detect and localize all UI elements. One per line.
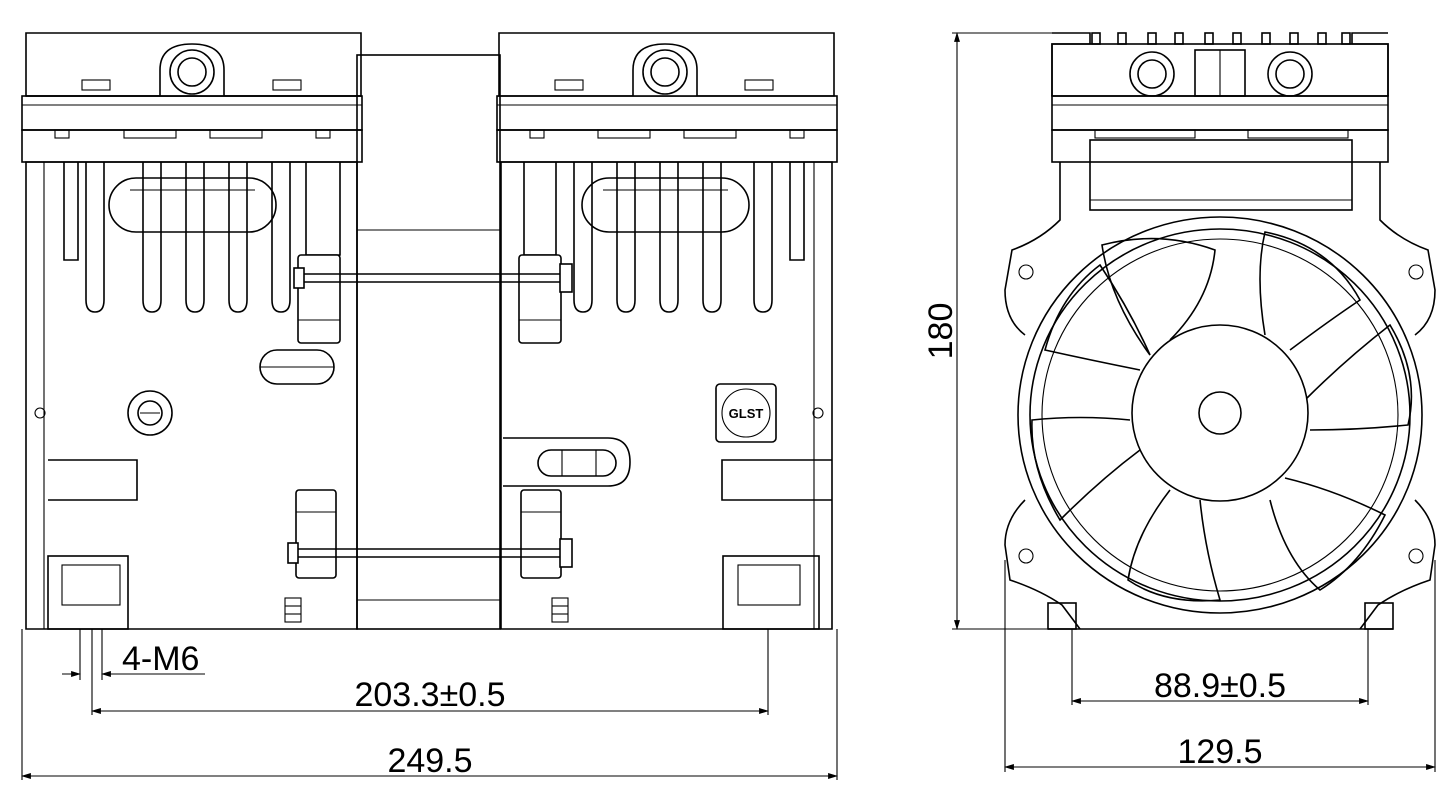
- right-cooling-fins: [573, 162, 805, 313]
- center-housing: [356, 54, 501, 630]
- connecting-tubes: [287, 263, 573, 568]
- brand-logo-text: GLST: [729, 406, 764, 421]
- end-mount-spacing-label: 88.9±0.5: [1154, 667, 1286, 705]
- fan-blades: [1031, 231, 1413, 602]
- right-cylinder-head: GLST: [496, 32, 838, 630]
- brand-logo-icon: GLST: [715, 383, 777, 443]
- end-view: [1004, 32, 1436, 630]
- thread-dimension-label: 4-M6: [122, 640, 199, 678]
- overall-width-label: 129.5: [1177, 733, 1262, 771]
- left-cooling-fins: [63, 162, 291, 313]
- end-view-fins: [1091, 32, 1351, 45]
- left-cylinder-head: [21, 32, 363, 630]
- overall-length-label: 249.5: [387, 742, 472, 780]
- fan-housing: [1004, 162, 1436, 630]
- height-label: 180: [922, 303, 960, 360]
- end-view-head: [1051, 32, 1389, 211]
- dimension-lines: 4-M6 203.3±0.5 249.5 180 88.9±0.5 129.5: [21, 32, 1436, 780]
- cooling-fan: [1017, 216, 1423, 614]
- side-mount-spacing-label: 203.3±0.5: [354, 676, 505, 714]
- side-view: GLST: [21, 32, 838, 630]
